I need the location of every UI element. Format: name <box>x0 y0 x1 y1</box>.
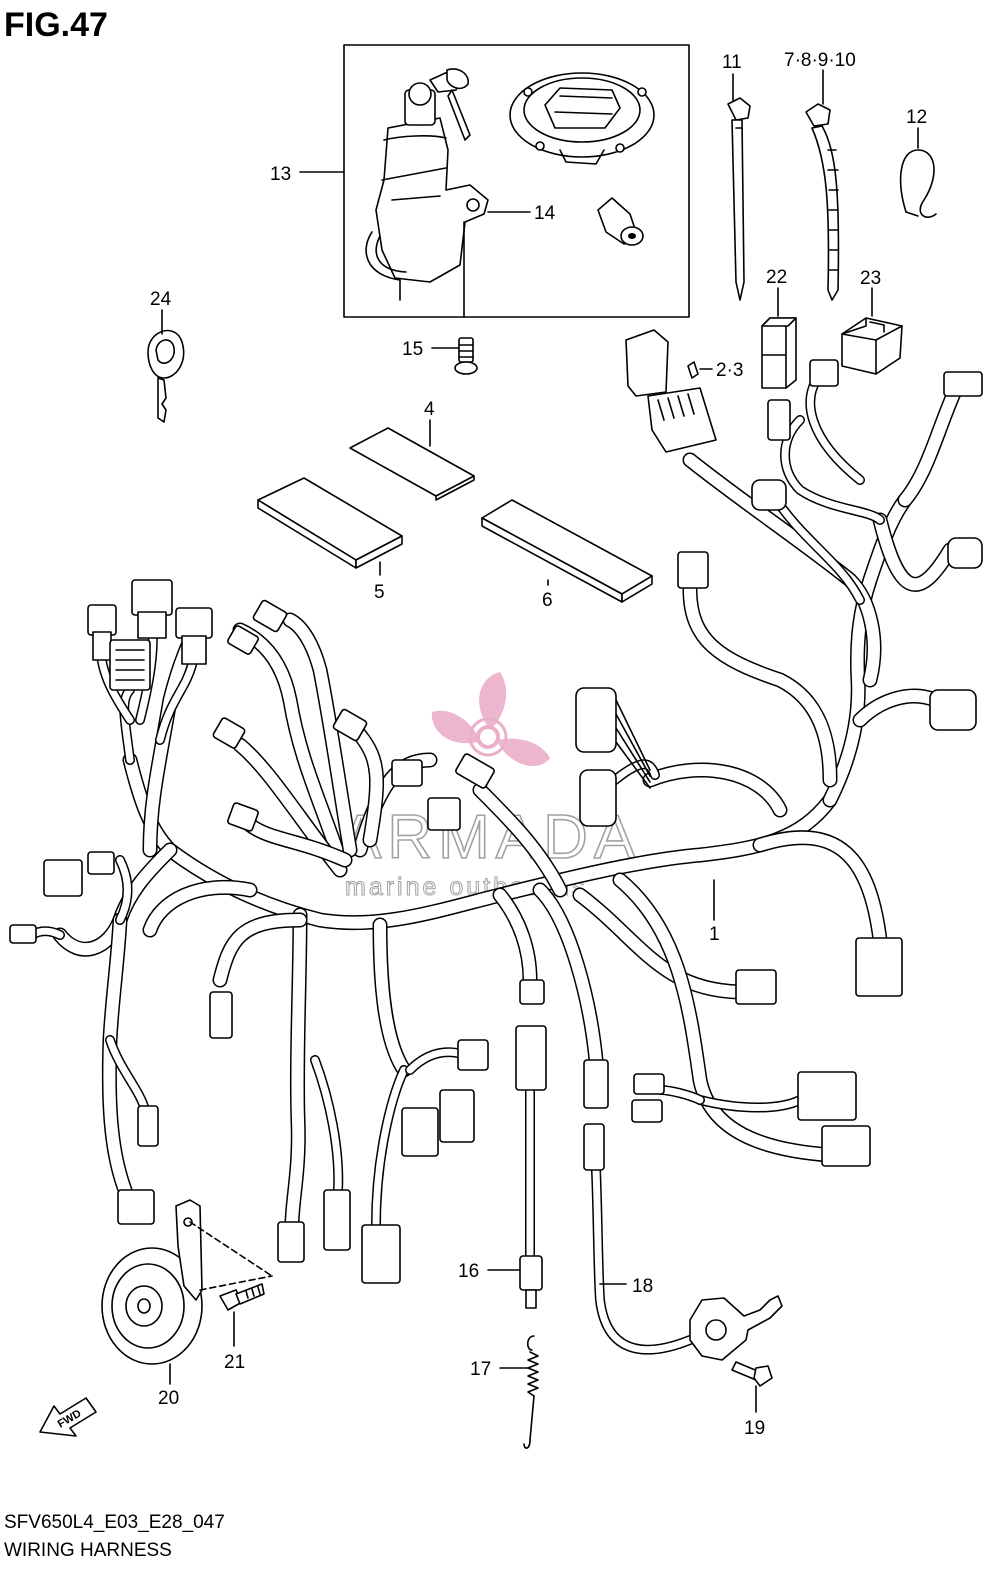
seat-lock-icon <box>597 197 644 246</box>
relay-22-icon <box>761 317 797 389</box>
relay-23-icon <box>841 317 903 375</box>
figure-title: FIG.47 <box>4 6 108 44</box>
watermark-logo <box>431 672 550 766</box>
fuse-box-icon <box>625 329 717 453</box>
horn-icon <box>101 1199 273 1365</box>
callout-15: 15 <box>402 339 423 360</box>
bolt-icon <box>731 1361 773 1387</box>
callout-22: 22 <box>766 267 787 288</box>
brake-switch-icon <box>519 1255 543 1309</box>
callout-19: 19 <box>744 1418 765 1439</box>
screw-icon <box>454 337 478 375</box>
figure-name: WIRING HARNESS <box>4 1540 172 1561</box>
spring-icon <box>523 1335 539 1449</box>
callout-13: 13 <box>270 164 291 185</box>
callout-23: 23 <box>860 268 881 289</box>
callout-20: 20 <box>158 1388 179 1409</box>
callout-6: 6 <box>542 590 553 611</box>
callout-1: 1 <box>709 924 720 945</box>
callout-21: 21 <box>224 1352 245 1373</box>
clamp-icon <box>899 149 937 218</box>
pad-4-icon <box>349 427 475 501</box>
horn-bolt-icon <box>219 1283 265 1311</box>
ignition-switch-set <box>343 44 690 318</box>
cable-tie-11-icon <box>727 97 751 301</box>
figure-code: SFV650L4_E03_E28_047 <box>4 1512 225 1533</box>
callout-2-3: 2·3 <box>716 360 743 381</box>
callout-17: 17 <box>470 1359 491 1380</box>
callout-24: 24 <box>150 289 172 310</box>
ignition-switch-icon <box>365 68 489 318</box>
rear-brake-switch-icon <box>689 1295 783 1361</box>
callout-18: 18 <box>632 1276 653 1297</box>
pad-6-icon <box>481 499 653 603</box>
forward-arrow-icon: FWD <box>39 1397 97 1437</box>
pad-5-icon <box>257 477 403 569</box>
callout-11: 11 <box>722 52 742 73</box>
main-harness <box>9 359 983 1355</box>
callout-14: 14 <box>534 203 556 224</box>
cable-tie-7-10-icon <box>805 103 840 301</box>
key-icon <box>147 329 185 423</box>
callout-16: 16 <box>458 1261 479 1282</box>
leader-lines <box>161 69 919 1413</box>
callout-labels: 1 2·3 4 5 6 7·8·9·10 11 12 13 14 15 16 1… <box>150 50 927 1439</box>
callout-12: 12 <box>906 107 927 128</box>
fuel-cap-lock-icon <box>509 72 655 165</box>
callout-4: 4 <box>424 399 435 420</box>
callout-7-10: 7·8·9·10 <box>784 50 856 71</box>
callout-5: 5 <box>374 582 385 603</box>
connector-icons <box>9 359 983 1284</box>
